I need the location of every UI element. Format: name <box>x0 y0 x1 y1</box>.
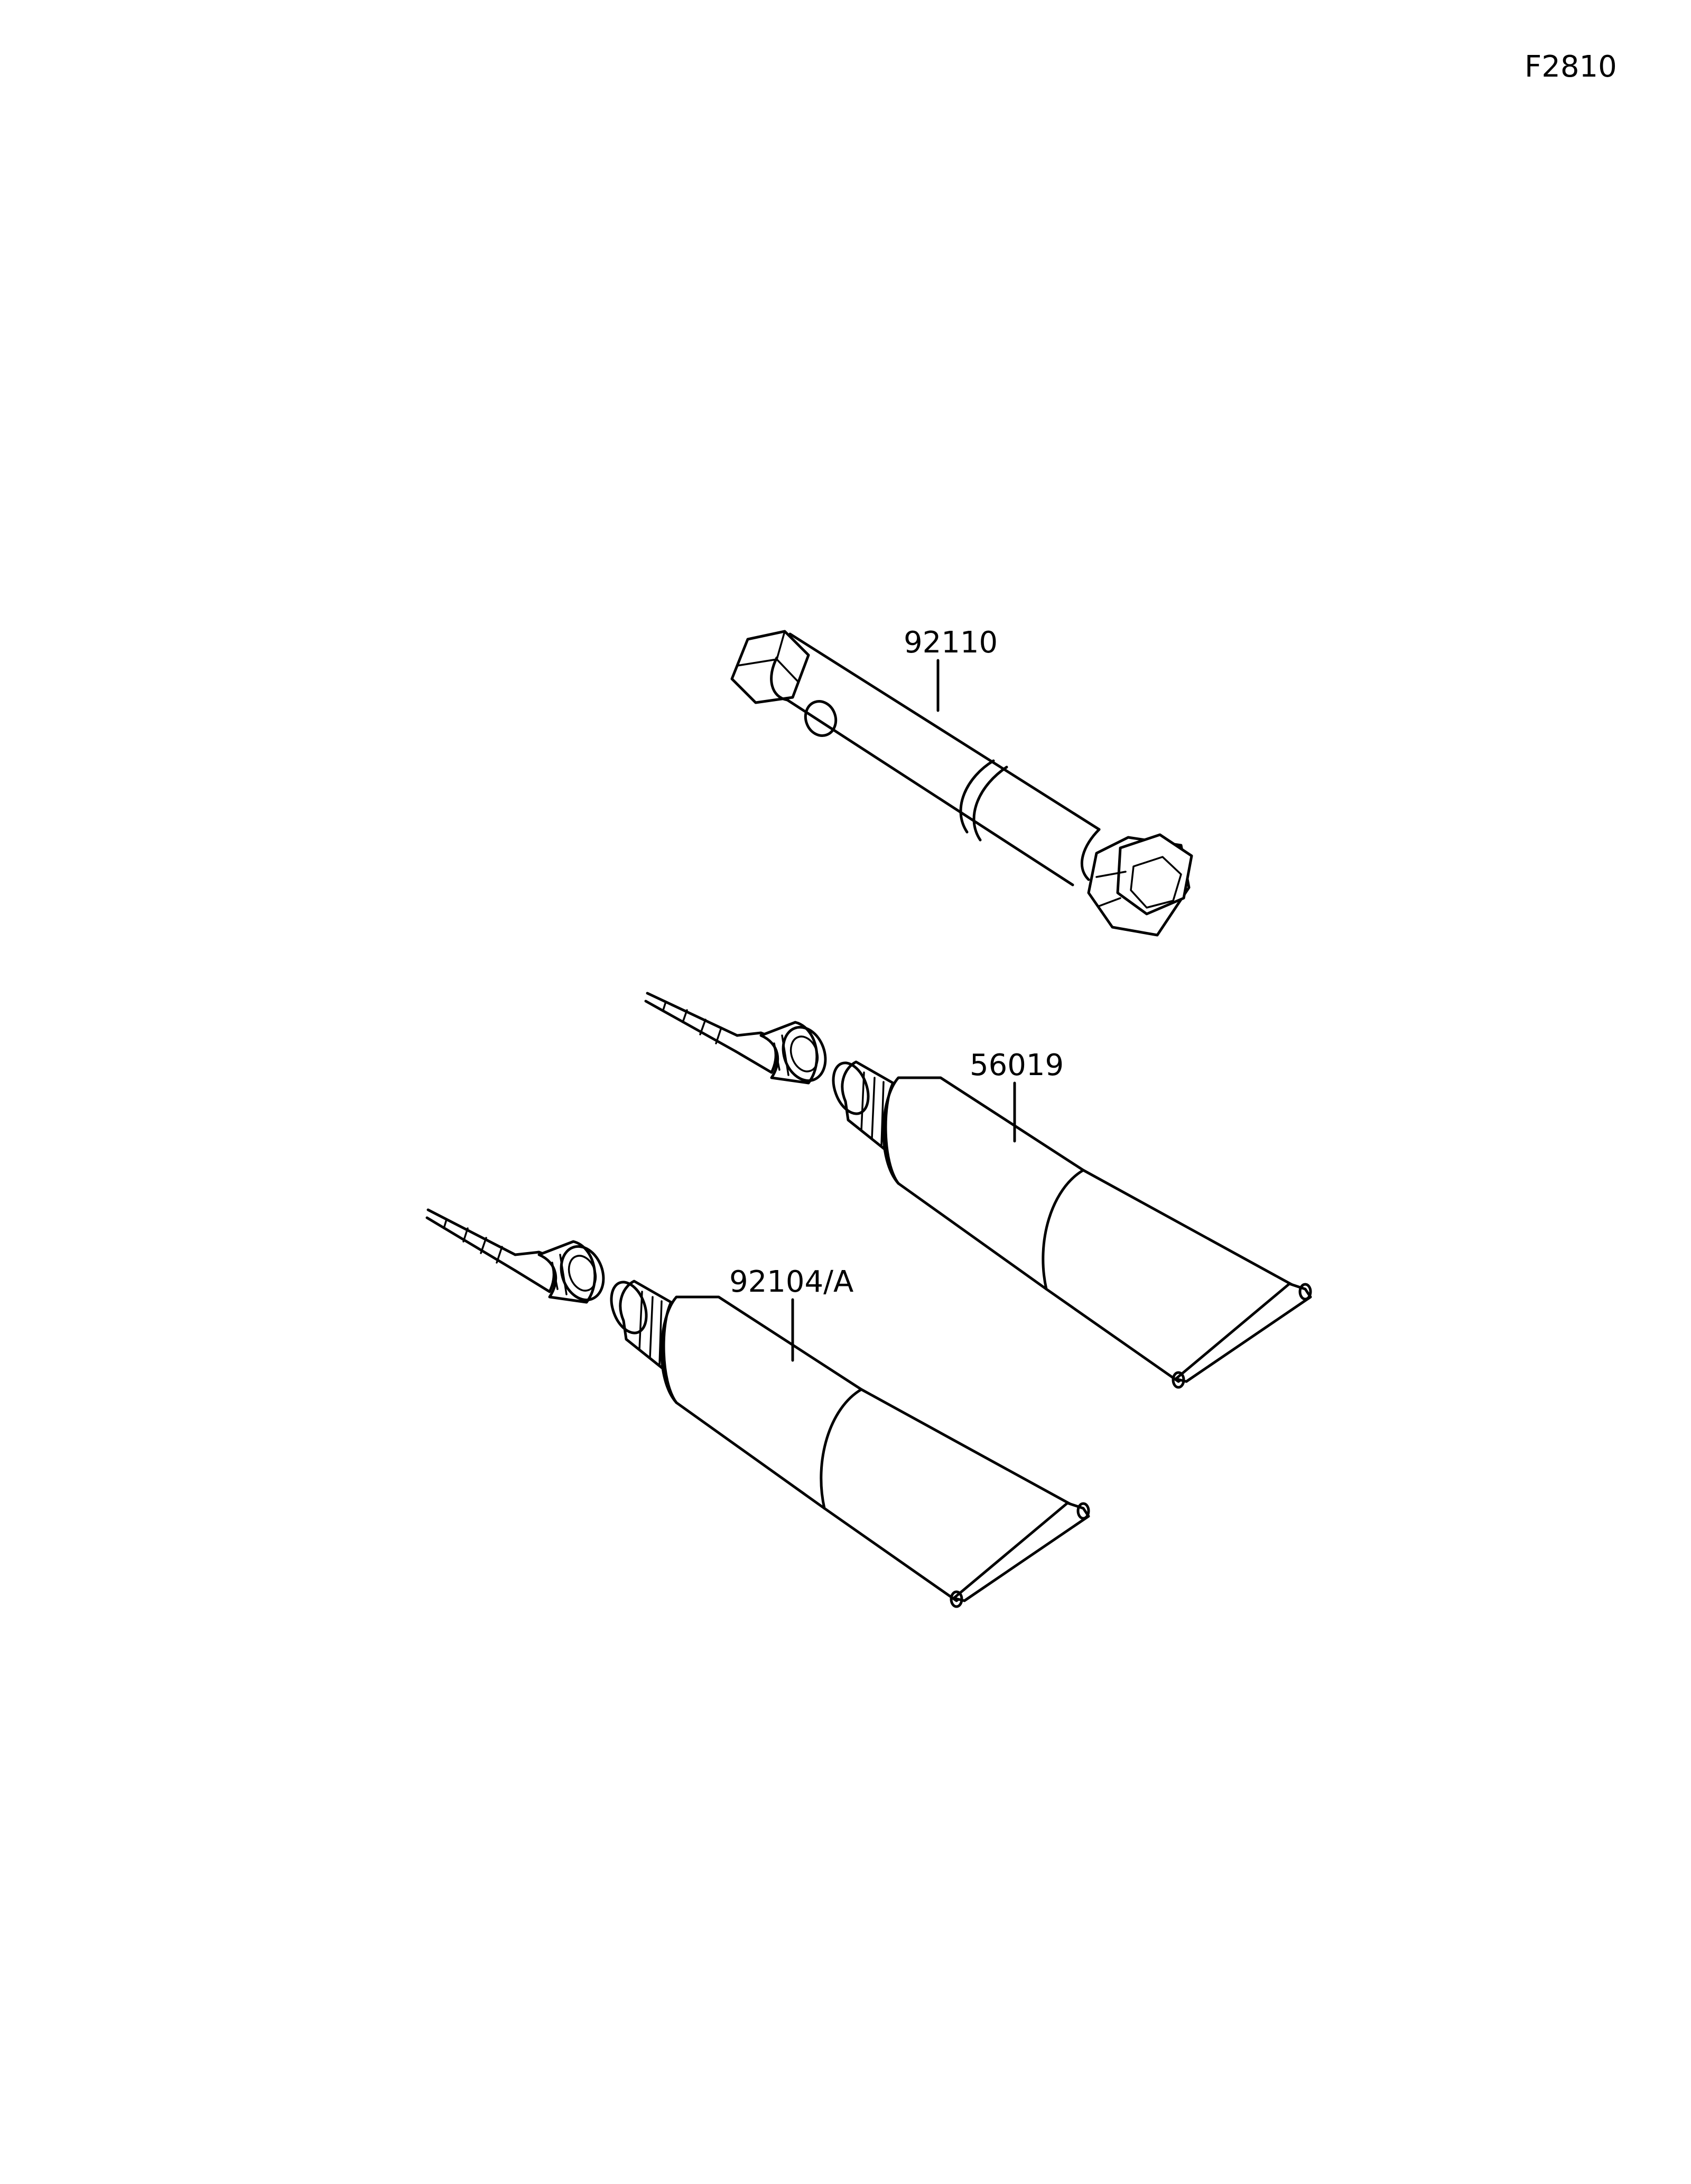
tube-lower-drawing <box>425 1208 1090 1608</box>
box-wrench-drawing <box>730 630 1193 937</box>
part-label-92104-A: 92104/A <box>729 1265 853 1299</box>
part-label-56019: 56019 <box>970 1048 1064 1082</box>
figure-code: F2810 <box>1525 50 1617 84</box>
wrench-tommy-bar-hole <box>804 700 838 737</box>
part-label-92110: 92110 <box>904 626 998 660</box>
wrench-small-hex-end <box>730 630 810 704</box>
tube-upper-drawing <box>644 992 1312 1389</box>
